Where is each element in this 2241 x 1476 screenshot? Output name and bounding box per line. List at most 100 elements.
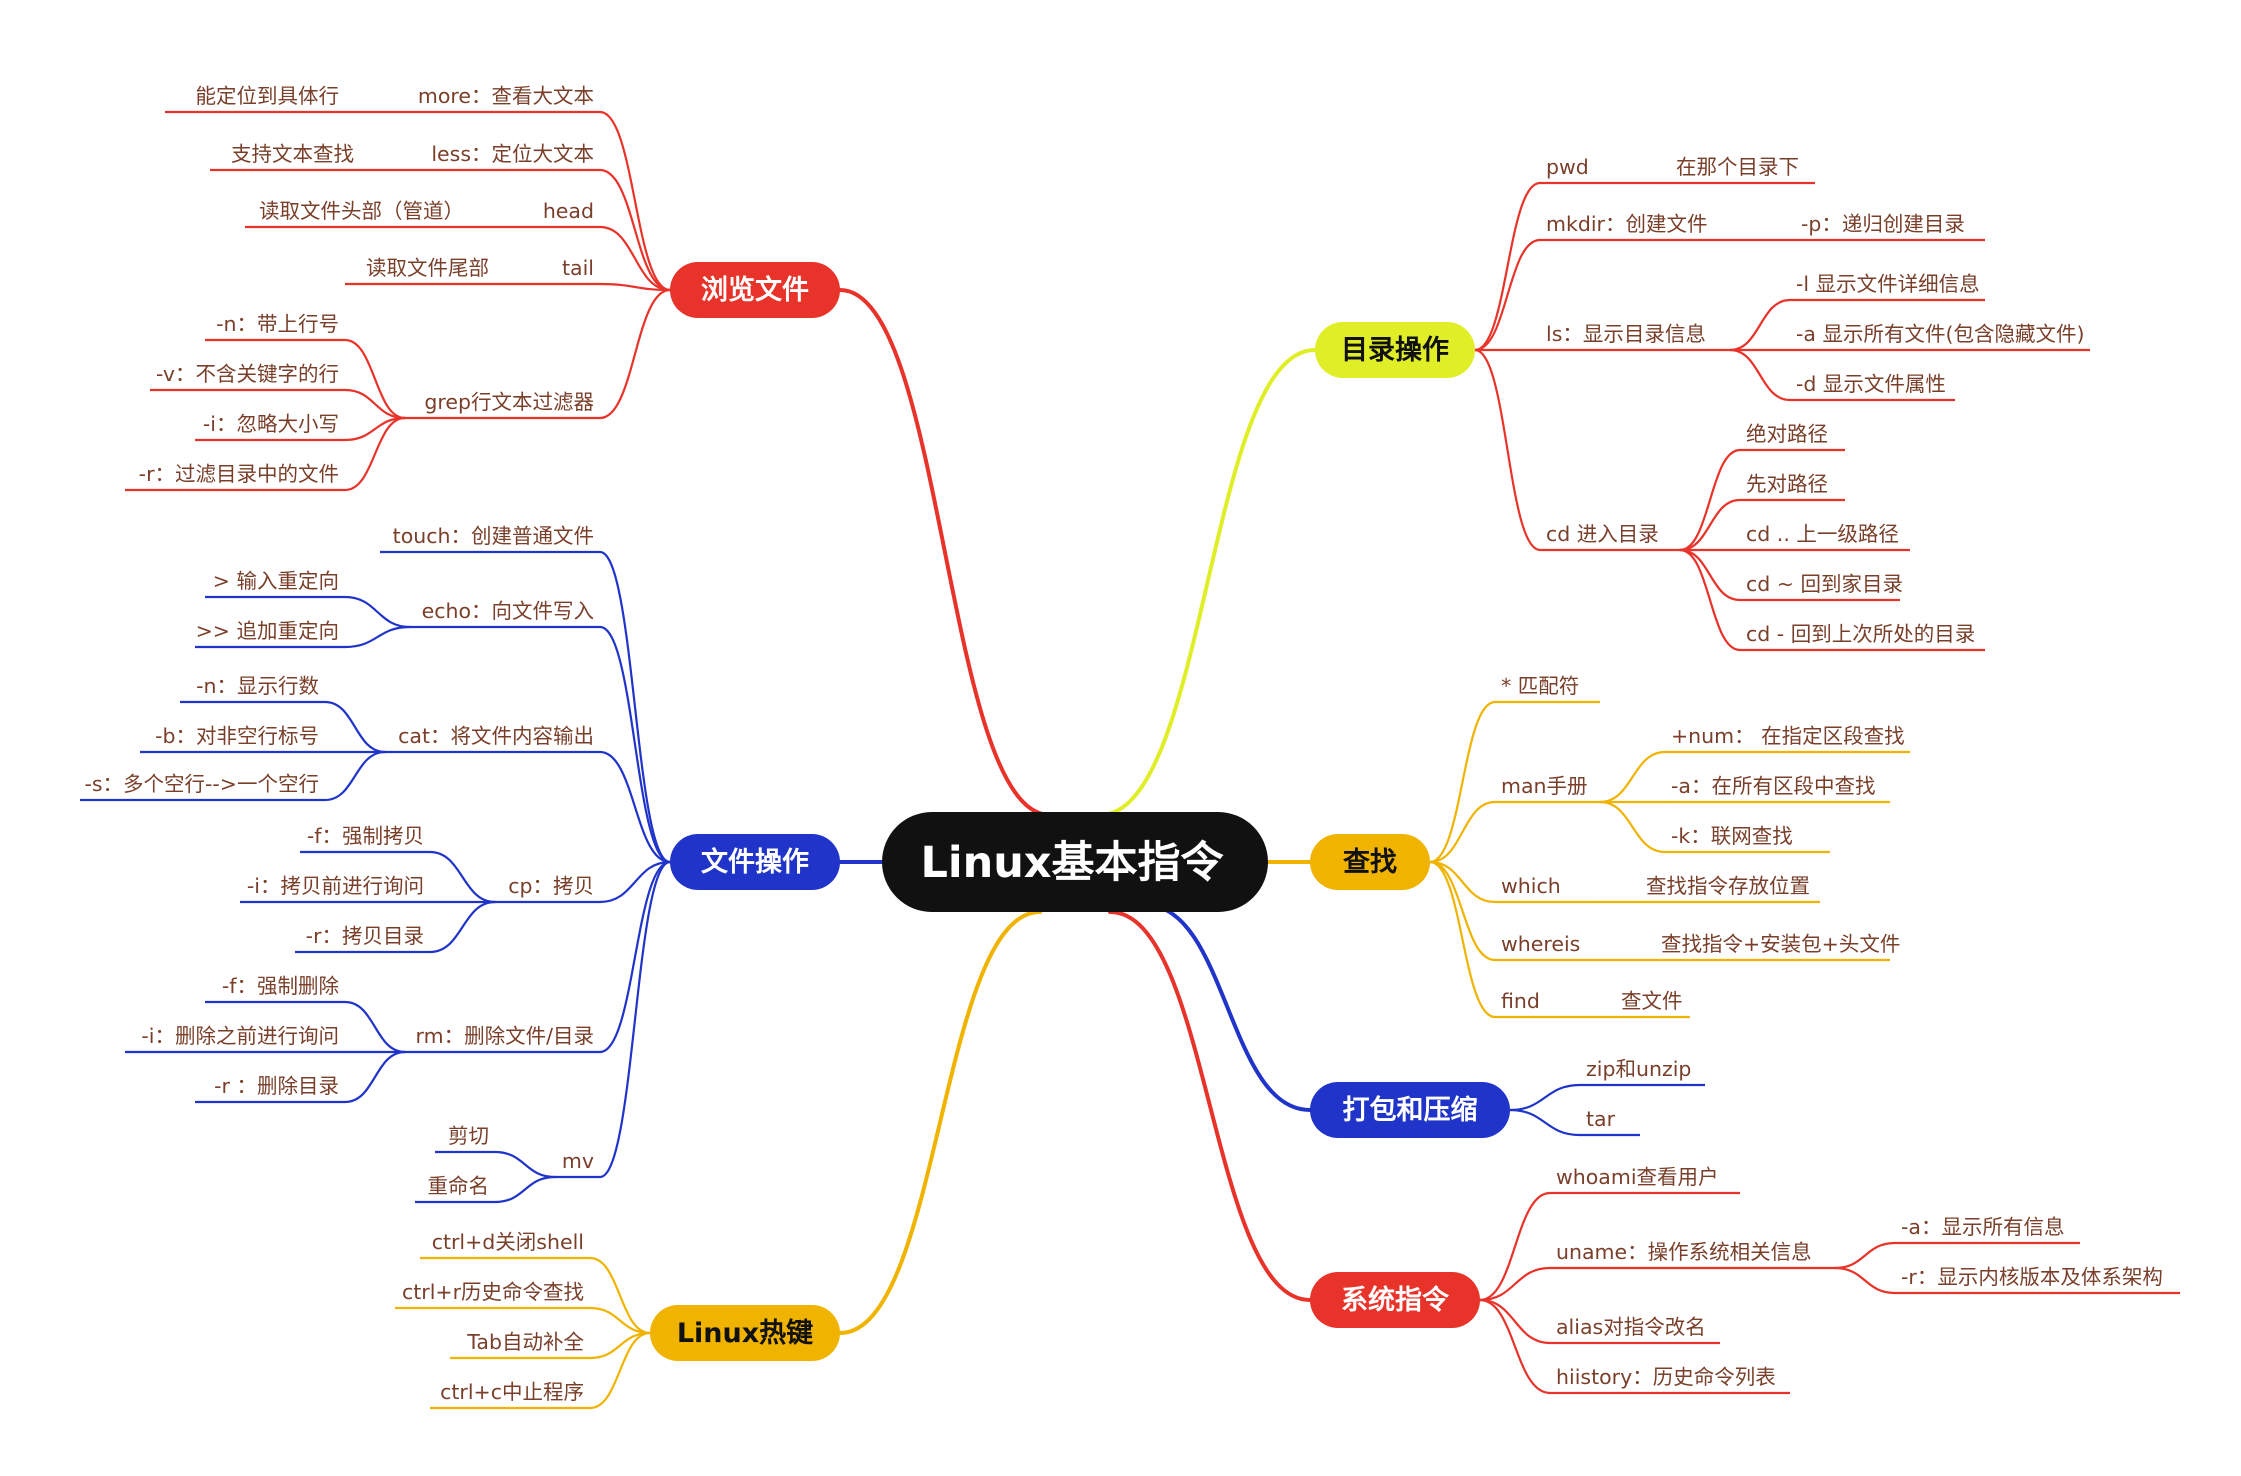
connector	[1473, 238, 1542, 352]
topic-label: which	[1501, 874, 1561, 898]
topic-label: Tab自动补全	[466, 1330, 584, 1354]
topic-label: cd 进入目录	[1546, 522, 1659, 546]
branch-fileops-shape	[670, 834, 840, 890]
topic-label: tail	[562, 256, 594, 280]
branch-pack-shape	[1310, 1082, 1510, 1138]
connector	[598, 625, 672, 864]
branch-browse-shape	[670, 262, 840, 318]
connector	[1598, 750, 1667, 804]
topic-label: -n：显示行数	[196, 674, 319, 698]
connector	[598, 750, 672, 864]
branch-connector	[1108, 910, 1312, 1302]
topic-label: * 匹配符	[1501, 674, 1579, 698]
topic-label: touch：创建普通文件	[393, 524, 594, 548]
connector	[598, 225, 672, 292]
topic-label: -r：显示内核版本及体系架构	[1901, 1265, 2163, 1289]
connector-lines	[80, 110, 2180, 1410]
connector	[1478, 1191, 1552, 1302]
connector	[1478, 1298, 1552, 1395]
topic-label: less：定位大文本	[431, 142, 594, 166]
connector	[1428, 800, 1497, 864]
topic-label: 在那个目录下	[1676, 155, 1799, 179]
connector	[1678, 498, 1742, 552]
topic-label: +num： 在指定区段查找	[1671, 724, 1905, 748]
branch-sys: 系统指令	[1341, 1284, 1450, 1316]
connector	[1833, 1241, 1897, 1270]
connector	[598, 288, 672, 420]
branch-fileops: 文件操作	[701, 846, 809, 878]
topic-label: 查找指令存放位置	[1646, 874, 1810, 898]
connector	[588, 1256, 652, 1335]
connector	[428, 850, 497, 904]
topic-label: -l 显示文件详细信息	[1796, 272, 1980, 296]
connector	[1473, 348, 1542, 552]
connector	[598, 860, 672, 1179]
topic-label: cd - 回到上次所处的目录	[1746, 622, 1975, 646]
connector	[1508, 1108, 1582, 1137]
topic-label: 读取文件尾部	[366, 256, 489, 280]
topic-label: grep行文本过滤器	[424, 390, 594, 414]
topic-label: mv	[562, 1149, 594, 1173]
branch-hotkeys: Linux热键	[677, 1317, 813, 1349]
branch-connector	[838, 910, 1042, 1335]
topic-label: -n：带上行号	[216, 312, 339, 336]
topic-label: zip和unzip	[1586, 1057, 1691, 1081]
topic-label: -a：显示所有信息	[1901, 1215, 2064, 1239]
connector	[1508, 1083, 1582, 1112]
topic-label: alias对指令改名	[1556, 1315, 1706, 1339]
connector	[323, 700, 387, 754]
topic-label: 读取文件头部（管道）	[259, 199, 464, 223]
branch-dir-shape	[1315, 322, 1475, 378]
connector	[598, 860, 672, 1054]
connector	[598, 110, 672, 292]
connector	[588, 1331, 652, 1410]
topic-label: 先对路径	[1746, 472, 1828, 496]
connector	[1833, 1266, 1897, 1295]
connector	[1598, 800, 1667, 854]
branch-hotkeys-shape	[650, 1305, 840, 1361]
connector	[598, 282, 672, 292]
branch-browse: 浏览文件	[701, 274, 809, 306]
connector	[1428, 860, 1497, 962]
topic-label: cp：拷贝	[508, 874, 594, 898]
connector	[598, 550, 672, 864]
branch-connector	[838, 288, 1052, 817]
connector	[343, 625, 412, 649]
topic-label: ctrl+r历史命令查找	[402, 1280, 584, 1304]
topic-label: pwd	[1546, 155, 1589, 179]
topic-label: -i：忽略大小写	[203, 412, 339, 436]
connector	[1473, 181, 1542, 352]
topic-label: -r：过滤目录中的文件	[139, 462, 339, 486]
topic-label: -i：删除之前进行询问	[141, 1024, 339, 1048]
topic-label: -i：拷贝前进行询问	[247, 874, 424, 898]
topic-label: -f：强制删除	[222, 974, 339, 998]
connector	[428, 900, 497, 954]
topic-label: uname：操作系统相关信息	[1556, 1240, 1812, 1264]
topic-label: hiistory：历史命令列表	[1556, 1365, 1776, 1389]
topic-label: -k：联网查找	[1671, 824, 1793, 848]
branch-connector	[1143, 903, 1312, 1112]
topic-label: 查文件	[1621, 989, 1683, 1013]
connector	[343, 1050, 407, 1104]
connector	[343, 416, 407, 492]
topic-label: cd .. 上一级路径	[1746, 522, 1899, 546]
connector	[598, 860, 672, 904]
topic-label: echo：向文件写入	[422, 599, 594, 623]
topic-nodes: Linux基本指令浏览文件文件操作Linux热键目录操作查找打包和压缩系统指令m…	[84, 84, 2162, 1404]
central-topic-shape	[882, 812, 1268, 912]
topic-label: whereis	[1501, 932, 1580, 956]
connector	[493, 1175, 557, 1204]
topic-label: 能定位到具体行	[196, 84, 340, 108]
topic-label: head	[543, 199, 594, 223]
topic-label: -d 显示文件属性	[1796, 372, 1946, 396]
topic-label: find	[1501, 989, 1540, 1013]
connector	[1678, 548, 1742, 652]
connector	[588, 1331, 652, 1360]
topic-label: 查找指令+安装包+头文件	[1661, 932, 1900, 956]
branch-pack: 打包和压缩	[1343, 1094, 1478, 1126]
topic-label: ctrl+c中止程序	[440, 1380, 584, 1404]
topic-label: -r：拷贝目录	[306, 924, 424, 948]
topic-label: ctrl+d关闭shell	[432, 1230, 584, 1254]
branch-find-shape	[1310, 834, 1430, 890]
